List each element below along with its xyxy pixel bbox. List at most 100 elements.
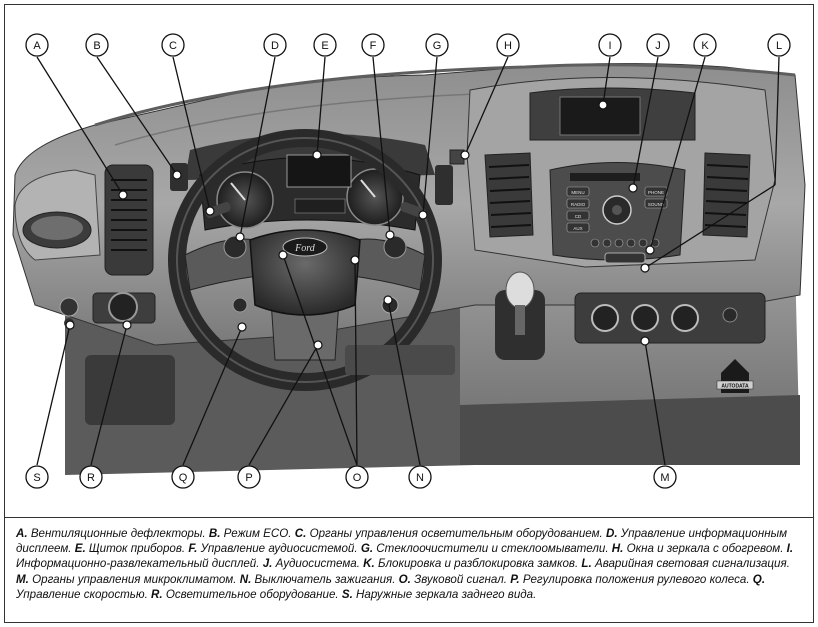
caption-entry: Стеклоочистители и стеклоомыватели. <box>373 542 612 556</box>
svg-text:N: N <box>416 472 424 484</box>
radio-btn-label: SOUND <box>648 202 665 207</box>
caption-key: B. <box>208 527 221 540</box>
svg-text:H: H <box>504 40 512 52</box>
callout-i: I <box>598 33 622 57</box>
caption-key: A. <box>16 527 28 540</box>
caption-entry: Органы управления микроклиматом. <box>28 572 240 586</box>
caption-key: M. <box>16 572 29 586</box>
caption-entry: Блокировка и разблокировка замков. <box>374 557 582 571</box>
caption-entry: Наружные зеркала заднего вида. <box>352 587 537 601</box>
caption-key: E. <box>74 542 86 556</box>
caption-key: N. <box>239 572 252 586</box>
climate-knob-1 <box>591 304 619 332</box>
svg-text:L: L <box>776 40 782 52</box>
svg-text:A: A <box>33 40 41 52</box>
caption-entry: Режим ECO. <box>220 527 295 540</box>
callout-b: B <box>85 33 109 57</box>
caption-key: O. <box>398 572 411 586</box>
climate-knob-3 <box>671 304 699 332</box>
caption-key: I. <box>786 542 794 556</box>
svg-text:S: S <box>33 472 40 484</box>
document-frame: Ford <box>4 4 814 623</box>
svg-text:E: E <box>321 40 328 52</box>
radio-btn-label: CD <box>575 214 582 219</box>
callout-n: N <box>408 465 432 489</box>
caption-key: P. <box>510 572 520 586</box>
caption-key: D. <box>605 527 618 540</box>
gear-knob <box>505 271 535 309</box>
autodata-badge: AUTODATA <box>716 359 754 393</box>
caption-entry: Щиток приборов. <box>85 542 189 556</box>
caption-key: K. <box>363 557 375 571</box>
leader-lines <box>36 56 780 466</box>
caption-key: F. <box>188 542 198 556</box>
caption-entry: Окна и зеркала с обогревом. <box>623 542 787 556</box>
svg-text:I: I <box>608 40 611 52</box>
caption-entry: Органы управления осветительным оборудов… <box>306 527 606 540</box>
climate-knob-2 <box>631 304 659 332</box>
svg-text:D: D <box>271 40 279 52</box>
light-switch-knob <box>108 292 138 322</box>
svg-text:B: B <box>93 40 100 52</box>
svg-text:K: K <box>701 40 709 52</box>
svg-text:M: M <box>660 472 669 484</box>
callout-k: K <box>693 33 717 57</box>
caption-entry: Регулировка положения рулевого колеса. <box>519 572 753 586</box>
dashboard-illustration: Ford <box>5 5 813 510</box>
caption-entry: Аварийная световая сигнализация. <box>591 557 790 571</box>
vent-center-right <box>702 152 751 238</box>
ford-logo-text: Ford <box>294 243 316 254</box>
callout-a: A <box>25 33 49 57</box>
callout-r: R <box>79 465 103 489</box>
svg-text:P: P <box>245 472 252 484</box>
svg-text:J: J <box>655 40 661 52</box>
caption-key: R. <box>151 587 163 601</box>
svg-text:Q: Q <box>179 472 188 484</box>
callout-j: J <box>646 33 670 57</box>
caption-entry: Выключатель зажигания. <box>251 572 399 586</box>
radio-btn-label: RADIO <box>571 202 586 207</box>
caption-entry: Звуковой сигнал. <box>410 572 511 586</box>
caption-key: G. <box>360 542 374 556</box>
callout-m: M <box>653 465 677 489</box>
caption-entry: Аудиосистема. <box>272 557 364 571</box>
hazard-lock-switches <box>604 252 646 264</box>
callout-e: E <box>313 33 337 57</box>
steering-right-buttons <box>383 235 407 259</box>
callout-f: F <box>361 33 385 57</box>
figure-caption: A. Вентиляционные дефлекторы. B. Режим E… <box>5 517 813 623</box>
caption-entry: Управление информационным дисплеем. <box>16 527 788 556</box>
svg-text:R: R <box>87 472 95 484</box>
radio-btn-label: AUX <box>573 226 582 231</box>
cluster-display <box>286 154 352 188</box>
caption-entry: Информационно-развлекательный дисплей. <box>16 557 263 571</box>
callout-c: C <box>161 33 185 57</box>
callout-o: O <box>345 465 369 489</box>
callout-s: S <box>25 465 49 489</box>
callout-h: H <box>496 33 520 57</box>
callout-p: P <box>237 465 261 489</box>
svg-text:AUTODATA: AUTODATA <box>721 384 749 390</box>
climate-panel <box>574 292 766 344</box>
caption-key: L. <box>581 557 592 571</box>
caption-entry: Осветительное оборудование. <box>162 587 342 601</box>
vent-center-left <box>484 152 534 238</box>
caption-key: H. <box>611 542 624 556</box>
caption-key: J. <box>262 557 273 571</box>
radio-btn-label: MENU <box>571 190 584 195</box>
caption-entry: Вентиляционные дефлекторы. <box>27 527 209 540</box>
svg-text:C: C <box>169 40 177 52</box>
caption-key: C. <box>294 527 307 540</box>
caption-entry: Управление аудиосистемой. <box>197 542 361 556</box>
svg-text:F: F <box>370 40 377 52</box>
callout-g: G <box>425 33 449 57</box>
callout-l: L <box>767 33 791 57</box>
callout-q: Q <box>171 465 195 489</box>
callout-d: D <box>263 33 287 57</box>
caption-text: A. Вентиляционные дефлекторы. B. Режим E… <box>16 526 806 602</box>
caption-key: S. <box>341 587 353 601</box>
svg-text:O: O <box>353 472 362 484</box>
ford-logo <box>282 237 328 257</box>
radio-btn-label: PHONE <box>648 190 664 195</box>
caption-key: Q. <box>752 572 766 586</box>
